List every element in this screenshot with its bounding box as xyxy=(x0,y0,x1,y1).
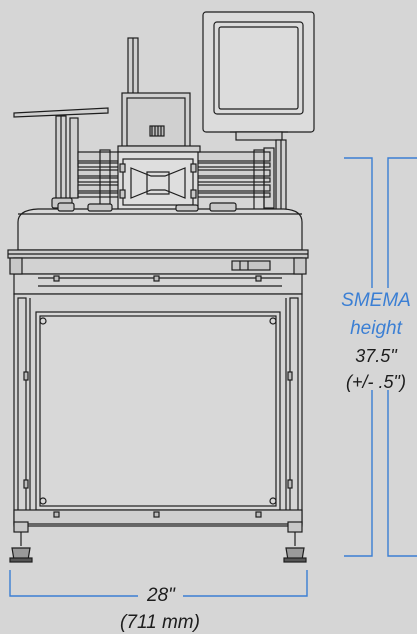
leveling-feet xyxy=(9,521,307,563)
width-metric: (711 mm) xyxy=(120,612,200,633)
camera-mast xyxy=(127,37,139,97)
width-value: 28" xyxy=(147,585,175,606)
width-dimension-lines xyxy=(9,570,308,597)
camera-head xyxy=(121,92,191,152)
height-dimension-lines xyxy=(344,157,417,557)
height-label-line1: SMEMA xyxy=(341,290,411,311)
height-label-line2: height xyxy=(350,318,402,339)
board-holder xyxy=(117,151,199,211)
height-value: 37.5" xyxy=(355,346,397,366)
monitor xyxy=(202,11,315,141)
base-cabinet xyxy=(7,202,309,527)
height-tolerance: (+/- .5") xyxy=(346,372,406,392)
